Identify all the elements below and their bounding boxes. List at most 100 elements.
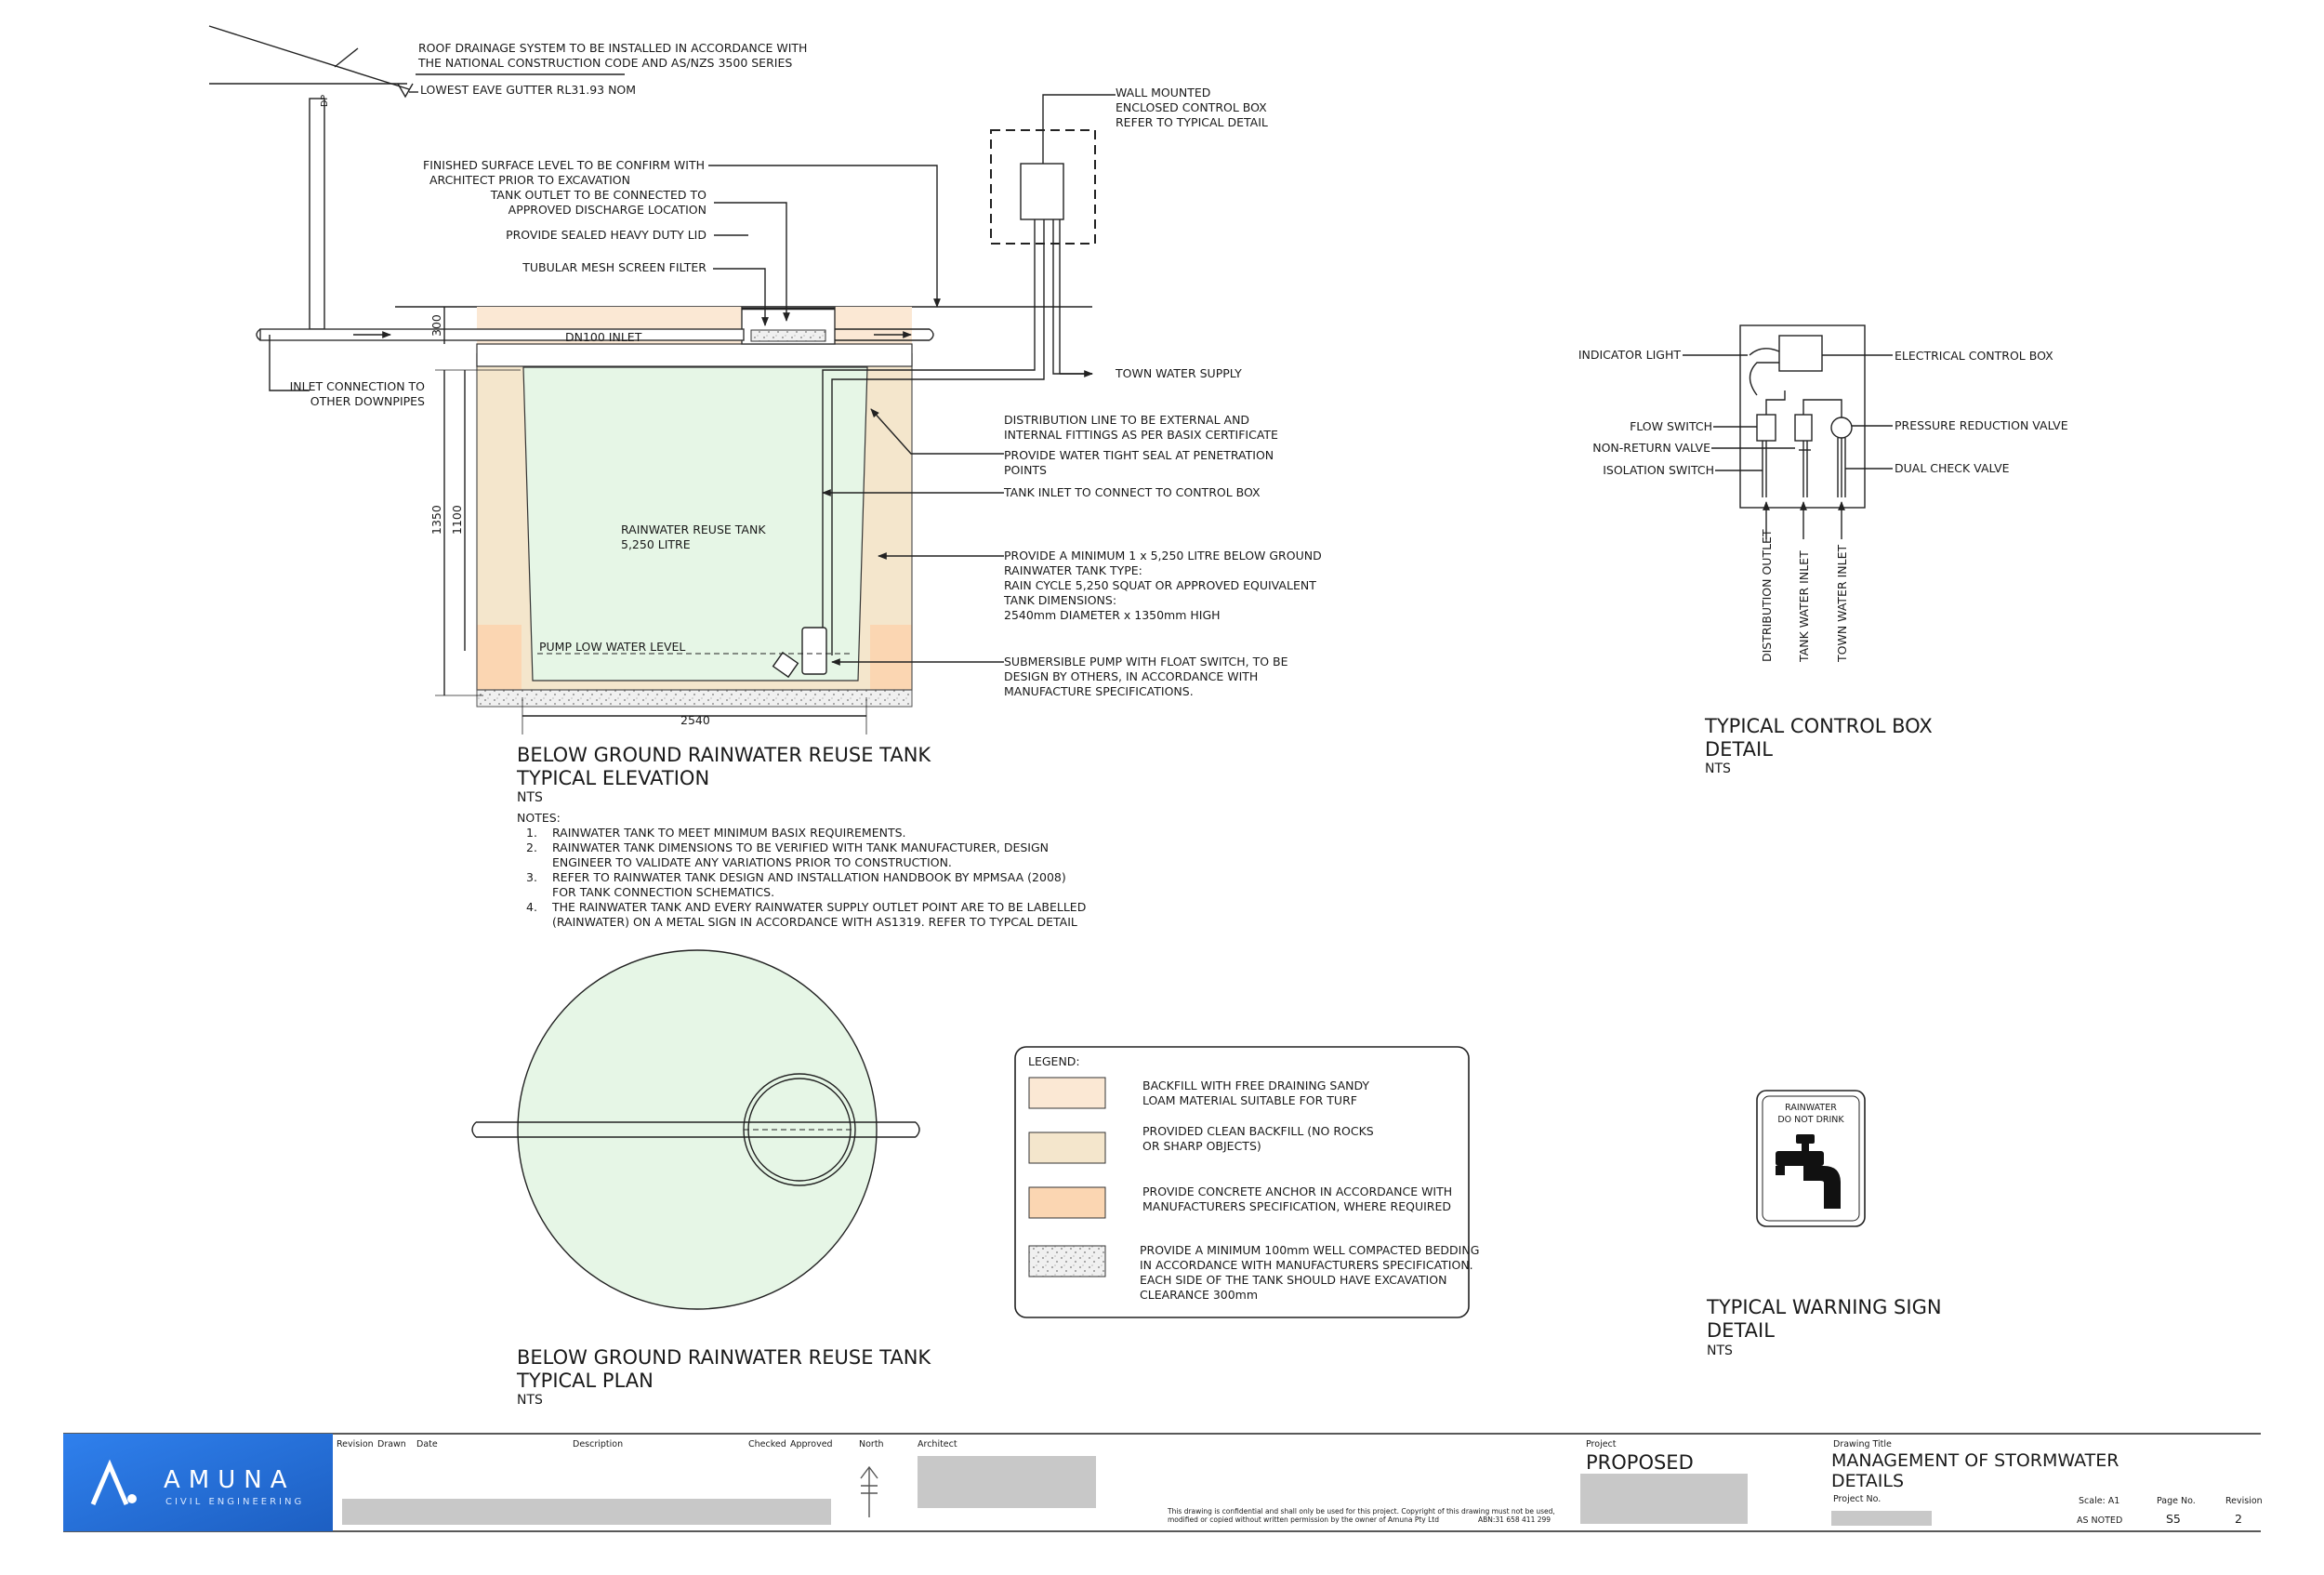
- rev-value: 2: [2235, 1512, 2242, 1526]
- note-number: 1.: [526, 826, 537, 840]
- non-return-label: NON-RETURN VALVE: [1592, 441, 1710, 455]
- outlet-note-line1: TANK OUTLET TO BE CONNECTED TO: [490, 188, 706, 202]
- sign-text-line2: DO NOT DRINK: [1777, 1115, 1844, 1125]
- tank-inlet-note: TANK INLET TO CONNECT TO CONTROL BOX: [1003, 485, 1261, 499]
- logo-panel: [63, 1434, 333, 1531]
- control-box-title-line1: TYPICAL CONTROL BOX: [1704, 715, 1933, 737]
- col-architect: Architect: [918, 1439, 957, 1449]
- spec-line1: PROVIDE A MINIMUM 1 x 5,250 LITRE BELOW …: [1004, 549, 1322, 562]
- north-arrow-icon: [860, 1465, 878, 1517]
- amuna-logo-icon: [90, 1459, 137, 1505]
- logo-name: AMUNA: [164, 1466, 295, 1494]
- title-block: AMUNA CIVIL ENGINEERING Revision Drawn D…: [63, 1433, 2263, 1532]
- pump-note-line2: DESIGN BY OTHERS, IN ACCORDANCE WITH: [1004, 669, 1258, 683]
- anchor-left: [477, 625, 522, 697]
- note-number: 4.: [526, 900, 537, 914]
- legend-swatch-bedding: [1028, 1245, 1106, 1277]
- tank-body: [476, 353, 913, 691]
- notes-list: 1. RAINWATER TANK TO MEET MINIMUM BASIX …: [526, 826, 1086, 929]
- legend-item-text: EACH SIDE OF THE TANK SHOULD HAVE EXCAVA…: [1140, 1273, 1446, 1287]
- warning-sign-detail: RAINWATER DO NOT DRINK TYPICAL WARNING S…: [1706, 1090, 1942, 1358]
- project-label: Project: [1586, 1439, 1617, 1449]
- tank-plan-outline: [517, 949, 878, 1310]
- project-no-label: Project No.: [1833, 1494, 1881, 1504]
- dp-label: DP: [320, 95, 330, 107]
- note-line: THE RAINWATER TANK AND EVERY RAINWATER S…: [551, 900, 1086, 914]
- downpipe: [309, 98, 325, 330]
- gutter-icon: [397, 83, 414, 99]
- bedding-zone: [476, 689, 913, 708]
- tank-capacity: 5,250 LITRE: [621, 537, 691, 551]
- mesh-filter: [750, 329, 826, 342]
- rev-label: Revision: [2225, 1496, 2263, 1506]
- fsl-note-line2: ARCHITECT PRIOR TO EXCAVATION: [429, 173, 630, 187]
- note-line: FOR TANK CONNECTION SCHEMATICS.: [552, 885, 774, 899]
- legend-swatch-sandy: [1028, 1077, 1106, 1109]
- legend-swatch-backfill: [1028, 1132, 1106, 1164]
- roof-note-line2: THE NATIONAL CONSTRUCTION CODE AND AS/NZ…: [417, 56, 792, 70]
- dcv-label: DUAL CHECK VALVE: [1895, 461, 2010, 475]
- page-label: Page No.: [2157, 1496, 2196, 1506]
- elevation-title-line1: BELOW GROUND RAINWATER REUSE TANK: [517, 744, 931, 766]
- note-line: RAINWATER TANK DIMENSIONS TO BE VERIFIED…: [552, 840, 1049, 854]
- wall-box-line2: ENCLOSED CONTROL BOX: [1116, 100, 1267, 114]
- note-line: ENGINEER TO VALIDATE ANY VARIATIONS PRIO…: [552, 855, 952, 869]
- electrical-control-box: [1778, 335, 1823, 372]
- dim-300: 300: [429, 314, 443, 337]
- project-redaction: [1580, 1474, 1748, 1524]
- control-pipes: [822, 219, 1092, 655]
- legend-item-text: IN ACCORDANCE WITH MANUFACTURERS SPECIFI…: [1140, 1258, 1473, 1272]
- dim-1350: 1350: [429, 505, 443, 535]
- plan-title-line1: BELOW GROUND RAINWATER REUSE TANK: [517, 1346, 931, 1369]
- sign-text-line1: RAINWATER: [1785, 1103, 1837, 1113]
- col-description: Description: [573, 1439, 623, 1449]
- anchor-right: [870, 625, 912, 697]
- legend-item-text: PROVIDE A MINIMUM 100mm WELL COMPACTED B…: [1140, 1243, 1479, 1257]
- project-value: PROPOSED: [1586, 1451, 1694, 1474]
- spec-line4: TANK DIMENSIONS:: [1003, 593, 1116, 607]
- col-north: North: [859, 1439, 884, 1449]
- abn: ABN:31 658 411 299: [1478, 1515, 1551, 1524]
- legend-item-text: OR SHARP OBJECTS): [1142, 1139, 1261, 1153]
- notes-heading: NOTES:: [517, 811, 561, 825]
- elevation-detail: [208, 25, 1116, 735]
- tank-name: RAINWATER REUSE TANK: [621, 523, 766, 536]
- plan-labels: BELOW GROUND RAINWATER REUSE TANK TYPICA…: [516, 1346, 931, 1408]
- wall-box-line1: WALL MOUNTED: [1116, 86, 1210, 99]
- outlet-pipe: [835, 328, 930, 341]
- warning-sign-scale: NTS: [1707, 1343, 1733, 1358]
- tank-lid: [476, 343, 913, 367]
- logo-subtitle: CIVIL ENGINEERING: [165, 1497, 304, 1507]
- filter-label: TUBULAR MESH SCREEN FILTER: [522, 260, 706, 274]
- legend-item-text: PROVIDE CONCRETE ANCHOR IN ACCORDANCE WI…: [1142, 1185, 1452, 1198]
- legend-item-text: LOAM MATERIAL SUITABLE FOR TURF: [1142, 1093, 1357, 1107]
- scale-label: Scale: A1: [2079, 1496, 2119, 1506]
- inlet-connection-line1: INLET CONNECTION TO: [290, 379, 426, 393]
- drawing-title-label: Drawing Title: [1833, 1439, 1892, 1449]
- elevation-scale: NTS: [517, 790, 543, 805]
- note-line: (RAINWATER) ON A METAL SIGN IN ACCORDANC…: [552, 915, 1077, 929]
- architect-redaction: [918, 1456, 1096, 1508]
- note-number: 2.: [526, 840, 537, 854]
- legend-item-text: CLEARANCE 300mm: [1140, 1288, 1258, 1302]
- col-checked: Checked: [748, 1439, 786, 1449]
- indicator-light-label: INDICATOR LIGHT: [1578, 348, 1682, 362]
- legend-item-text: PROVIDED CLEAN BACKFILL (NO ROCKS: [1142, 1124, 1374, 1138]
- inlet-connection-line2: OTHER DOWNPIPES: [310, 394, 425, 408]
- scale-value: AS NOTED: [2077, 1515, 2122, 1526]
- legend-item-text: MANUFACTURERS SPECIFICATION, WHERE REQUI…: [1142, 1199, 1451, 1213]
- dim-2540: 2540: [680, 713, 710, 727]
- elevation-labels: ROOF DRAINAGE SYSTEM TO BE INSTALLED IN …: [290, 41, 1322, 929]
- disclaimer-line2: modified or copied without written permi…: [1168, 1515, 1439, 1524]
- distribution-outlet-label: DISTRIBUTION OUTLET: [1760, 529, 1774, 662]
- col-approved: Approved: [790, 1439, 833, 1449]
- town-supply-label: TOWN WATER SUPPLY: [1115, 366, 1242, 380]
- pump-icon: [801, 627, 827, 675]
- tank-water: [522, 366, 868, 682]
- control-box-labels: INDICATOR LIGHT ELECTRICAL CONTROL BOX F…: [1578, 348, 2068, 776]
- seal-note-line2: POINTS: [1004, 463, 1047, 477]
- control-box-detail: [1683, 324, 1893, 539]
- seal-note-line1: PROVIDE WATER TIGHT SEAL AT PENETRATION: [1004, 448, 1274, 462]
- electrical-box-label: ELECTRICAL CONTROL BOX: [1895, 349, 2053, 363]
